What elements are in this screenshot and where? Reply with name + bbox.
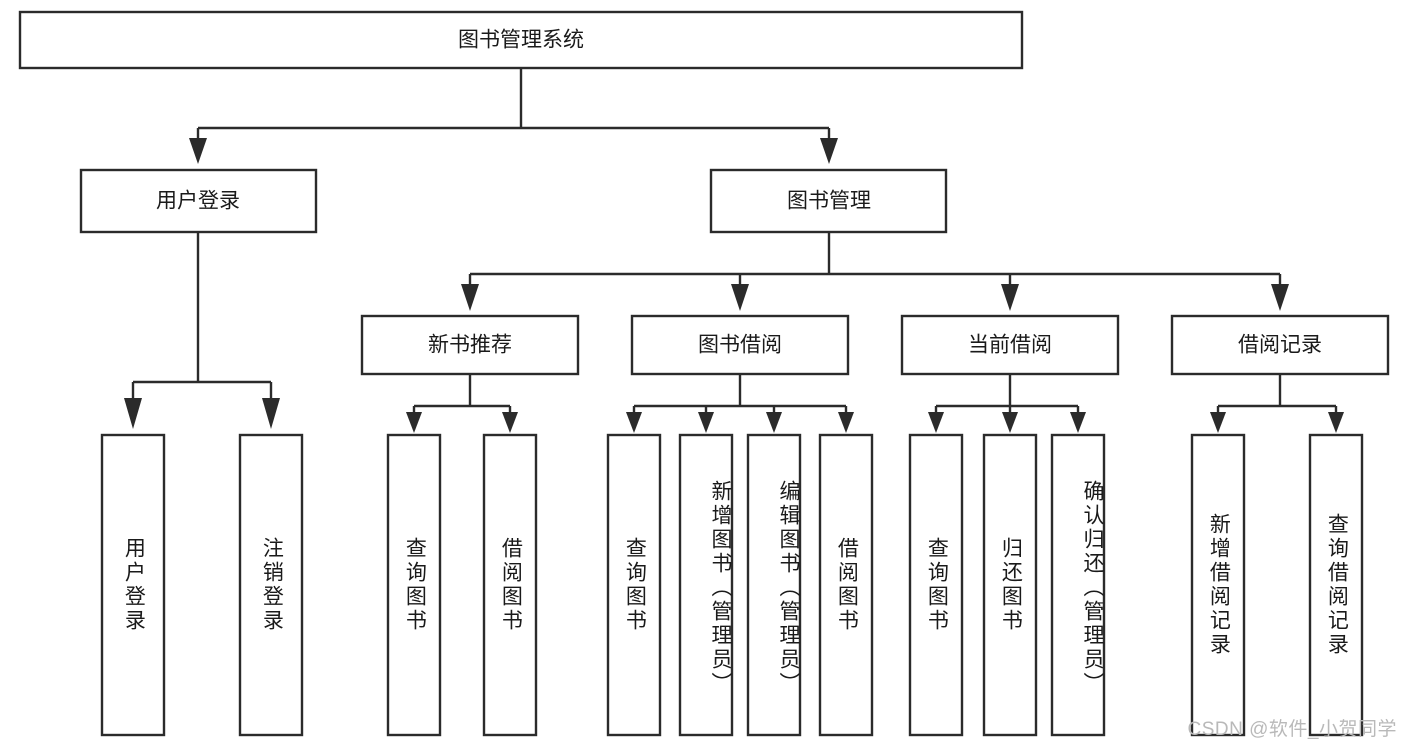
- arrow-head-book-borrow: [731, 284, 749, 311]
- node-book-borrow-label: 图书借阅: [698, 334, 782, 357]
- connector-group-new-book-recommend: [406, 374, 518, 433]
- node-user-login-rect[interactable]: [79, 168, 318, 234]
- node-book-borrow[interactable]: 图书借阅: [630, 314, 850, 376]
- connector-group-root: [189, 68, 838, 164]
- leaf-borrow-book-2-rect[interactable]: [818, 433, 874, 737]
- node-root[interactable]: 图书管理系统: [18, 10, 1024, 70]
- watermark: CSDN @软件_小贺同学: [1187, 719, 1397, 740]
- connector-group-user-login: [124, 232, 280, 429]
- node-user-login[interactable]: 用户登录: [79, 168, 318, 234]
- leaf-edit-book-admin-rect[interactable]: [746, 433, 802, 737]
- node-new-book-recommend-rect[interactable]: [360, 314, 580, 376]
- node-user-login-label: 用户登录: [156, 190, 240, 213]
- node-new-book-recommend[interactable]: 新书推荐: [360, 314, 580, 376]
- leaf-query-book-2-rect[interactable]: [606, 433, 662, 737]
- leaf-query-record-rect[interactable]: [1308, 433, 1364, 737]
- node-current-borrow-rect[interactable]: [900, 314, 1120, 376]
- arrow-head-leaf-edit-book-admin: [766, 412, 782, 433]
- leaf-add-book-admin-rect[interactable]: [678, 433, 734, 737]
- leaf-query-book-1-rect[interactable]: [386, 433, 442, 737]
- node-current-borrow-label: 当前借阅: [968, 334, 1052, 357]
- node-root-rect[interactable]: [18, 10, 1024, 70]
- leaf-confirm-return-admin-rect[interactable]: [1050, 433, 1106, 737]
- node-book-manage[interactable]: 图书管理: [709, 168, 948, 234]
- arrow-head-leaf-query-record: [1328, 412, 1344, 433]
- node-book-manage-rect[interactable]: [709, 168, 948, 234]
- node-borrow-record-label: 借阅记录: [1238, 334, 1322, 357]
- arrow-head-borrow-record: [1271, 284, 1289, 311]
- arrow-head-leaf-borrow-book-1: [502, 412, 518, 433]
- node-new-book-recommend-label: 新书推荐: [428, 334, 512, 357]
- leaf-return-book-rect[interactable]: [982, 433, 1038, 737]
- arrow-head-leaf-logout: [262, 398, 280, 429]
- leaf-query-book-3-rect[interactable]: [908, 433, 964, 737]
- arrow-head-current-borrow: [1001, 284, 1019, 311]
- node-book-manage-label: 图书管理: [787, 190, 871, 213]
- arrow-head-leaf-query-book-3: [928, 412, 944, 433]
- arrow-head-book-manage: [820, 138, 838, 164]
- leaf-node-group: [100, 433, 1364, 737]
- arrow-head-leaf-user-login: [124, 398, 142, 429]
- node-borrow-record[interactable]: 借阅记录: [1170, 314, 1390, 376]
- arrow-head-leaf-query-book-2: [626, 412, 642, 433]
- node-current-borrow[interactable]: 当前借阅: [900, 314, 1120, 376]
- arrow-head-leaf-return-book: [1002, 412, 1018, 433]
- arrow-head-leaf-add-book-admin: [698, 412, 714, 433]
- node-book-borrow-rect[interactable]: [630, 314, 850, 376]
- leaf-borrow-book-1-rect[interactable]: [482, 433, 538, 737]
- arrow-head-leaf-query-book-1: [406, 412, 422, 433]
- leaf-logout-rect[interactable]: [238, 433, 304, 737]
- arrow-head-leaf-borrow-book-2: [838, 412, 854, 433]
- connector-group-book-manage: [461, 232, 1289, 311]
- arrow-head-new-book-recommend: [461, 284, 479, 311]
- arrow-head-leaf-confirm-return-admin: [1070, 412, 1086, 433]
- connector-group-current-borrow: [928, 374, 1086, 433]
- connector-group-book-borrow: [626, 374, 854, 433]
- arrow-head-user-login: [189, 138, 207, 164]
- node-borrow-record-rect[interactable]: [1170, 314, 1390, 376]
- node-root-label: 图书管理系统: [458, 29, 584, 52]
- leaf-user-login-rect[interactable]: [100, 433, 166, 737]
- arrow-head-leaf-add-record: [1210, 412, 1226, 433]
- connector-group-borrow-record: [1210, 374, 1344, 433]
- leaf-add-record-rect[interactable]: [1190, 433, 1246, 737]
